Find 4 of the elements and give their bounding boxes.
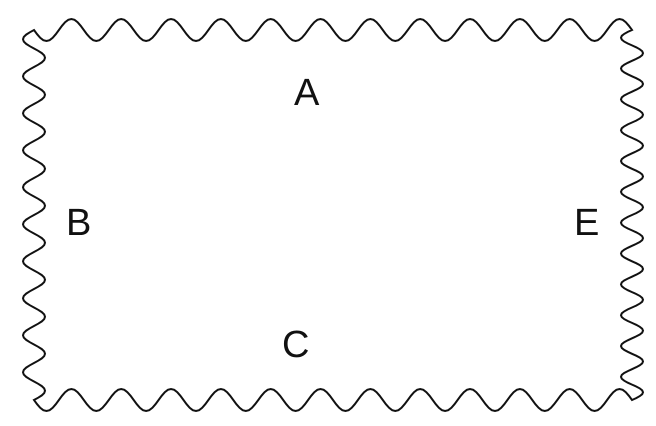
side-letter: C	[282, 326, 310, 364]
side-letter: B	[66, 204, 92, 242]
side-letter: E	[574, 204, 600, 242]
side-letter: A	[294, 74, 320, 112]
